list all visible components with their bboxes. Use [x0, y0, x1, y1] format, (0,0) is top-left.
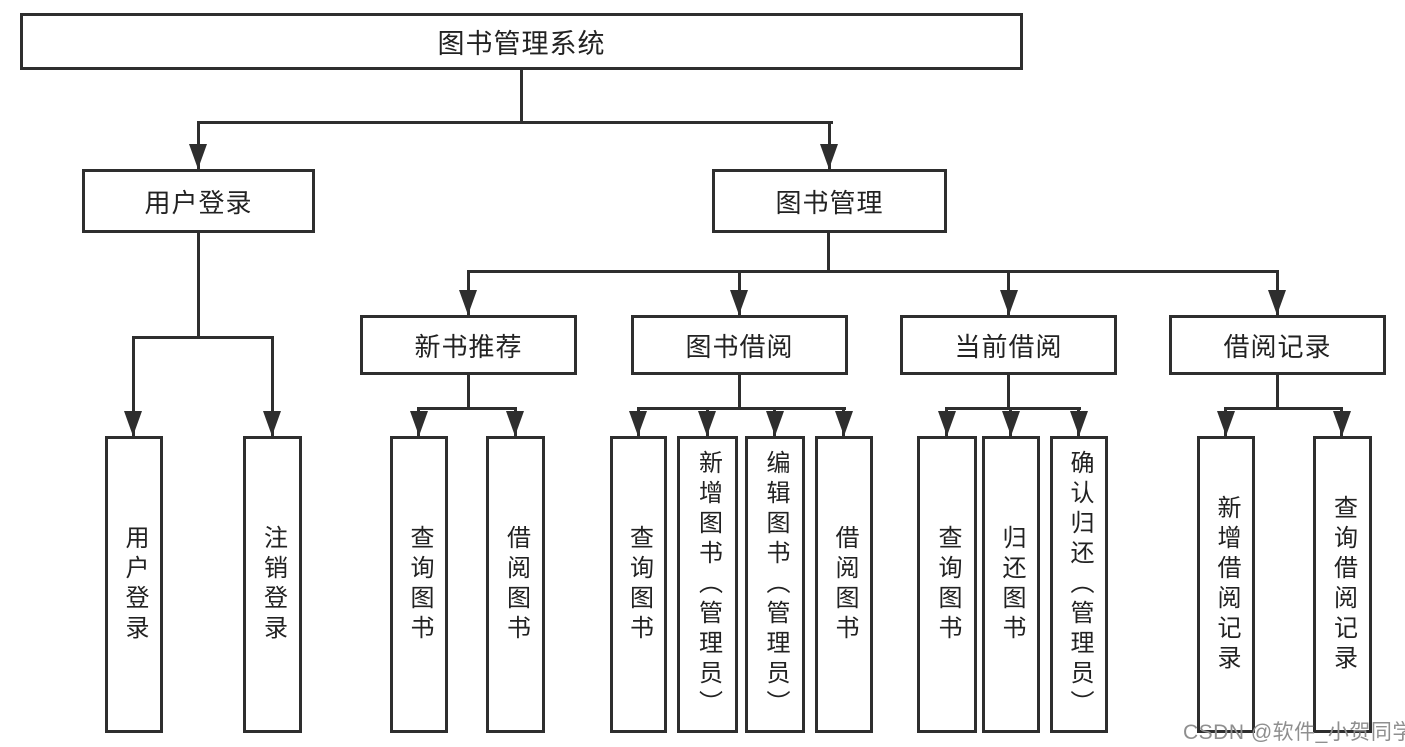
connector-vline	[467, 375, 470, 410]
node-label: 新书推荐	[414, 331, 523, 362]
csdn-watermark: CSDN @软件_小贺同学	[1183, 721, 1405, 744]
arrow-down-icon	[698, 411, 716, 436]
node-label: 注销登录	[259, 524, 287, 645]
arrow-down-icon	[1268, 290, 1286, 315]
node-label: 编辑图书（管理员）	[762, 449, 789, 720]
node-label: 用户登录	[121, 524, 148, 645]
arrow-down-icon	[189, 144, 207, 169]
connector-hline	[637, 407, 846, 410]
connector-vline	[1007, 375, 1010, 410]
node-leaf-query-books-borrow: 查询图书	[610, 436, 667, 733]
connector-vline	[271, 336, 274, 436]
node-label: 归还图书	[998, 524, 1025, 645]
arrow-down-icon	[1070, 411, 1088, 436]
node-current-borrowing: 当前借阅	[900, 315, 1117, 375]
arrow-down-icon	[410, 411, 428, 436]
arrow-down-icon	[835, 411, 853, 436]
node-book-borrowing: 图书借阅	[631, 315, 848, 375]
arrow-down-icon	[1333, 411, 1351, 436]
arrow-down-icon	[263, 411, 281, 436]
connector-vline	[132, 336, 135, 436]
node-label: 查询借阅记录	[1329, 494, 1357, 675]
arrow-down-icon	[938, 411, 956, 436]
arrow-down-icon	[1000, 290, 1018, 315]
connector-vline	[1276, 375, 1279, 410]
node-leaf-borrow-books-recommend: 借阅图书	[486, 436, 545, 733]
node-label: 确认归还（管理员）	[1066, 449, 1093, 720]
arrow-down-icon	[459, 290, 477, 315]
arrow-down-icon	[629, 411, 647, 436]
node-leaf-query-books-recommend: 查询图书	[390, 436, 448, 733]
arrow-down-icon	[1002, 411, 1020, 436]
node-root: 图书管理系统	[20, 13, 1023, 70]
node-label: 借阅图书	[831, 524, 858, 645]
node-leaf-add-borrow-record: 新增借阅记录	[1197, 436, 1255, 733]
connector-hline	[197, 121, 833, 124]
node-label: 查询图书	[934, 524, 961, 645]
arrow-down-icon	[124, 411, 142, 436]
node-label: 借阅记录	[1223, 331, 1332, 362]
connector-vline	[827, 233, 830, 273]
arrow-down-icon	[506, 411, 524, 436]
node-leaf-user-login: 用户登录	[105, 436, 163, 733]
node-book-management: 图书管理	[712, 169, 947, 233]
node-label: 当前借阅	[954, 331, 1063, 362]
connector-hline	[417, 407, 517, 410]
node-label: 新增图书（管理员）	[694, 449, 722, 720]
node-borrowing-records: 借阅记录	[1169, 315, 1386, 375]
node-leaf-query-borrow-record: 查询借阅记录	[1313, 436, 1372, 733]
node-label: 新增借阅记录	[1213, 494, 1240, 675]
node-leaf-confirm-return-admin: 确认归还（管理员）	[1050, 436, 1108, 733]
connector-hline	[1224, 407, 1343, 410]
connector-hline	[467, 270, 1278, 273]
node-leaf-logout: 注销登录	[243, 436, 302, 733]
arrow-down-icon	[820, 144, 838, 169]
node-label: 查询图书	[406, 524, 433, 645]
node-leaf-borrow-books: 借阅图书	[815, 436, 873, 733]
arrow-down-icon	[730, 290, 748, 315]
node-label: 图书管理系统	[437, 29, 606, 59]
node-label: 图书管理	[775, 187, 884, 218]
node-label: 用户登录	[144, 187, 253, 218]
node-label: 图书借阅	[685, 331, 794, 362]
arrow-down-icon	[766, 411, 784, 436]
node-label: 查询图书	[625, 524, 653, 645]
node-leaf-query-books-current: 查询图书	[917, 436, 977, 733]
node-leaf-return-books: 归还图书	[982, 436, 1040, 733]
node-label: 借阅图书	[502, 524, 530, 645]
arrow-down-icon	[1217, 411, 1235, 436]
node-user-login: 用户登录	[82, 169, 315, 233]
connector-vline	[520, 70, 523, 124]
node-leaf-add-books-admin: 新增图书（管理员）	[677, 436, 738, 733]
connector-vline	[197, 233, 200, 339]
node-leaf-edit-books-admin: 编辑图书（管理员）	[745, 436, 805, 733]
connector-vline	[738, 375, 741, 410]
connector-hline	[132, 336, 273, 339]
connector-hline	[945, 407, 1081, 410]
node-new-book-recommend: 新书推荐	[360, 315, 577, 375]
